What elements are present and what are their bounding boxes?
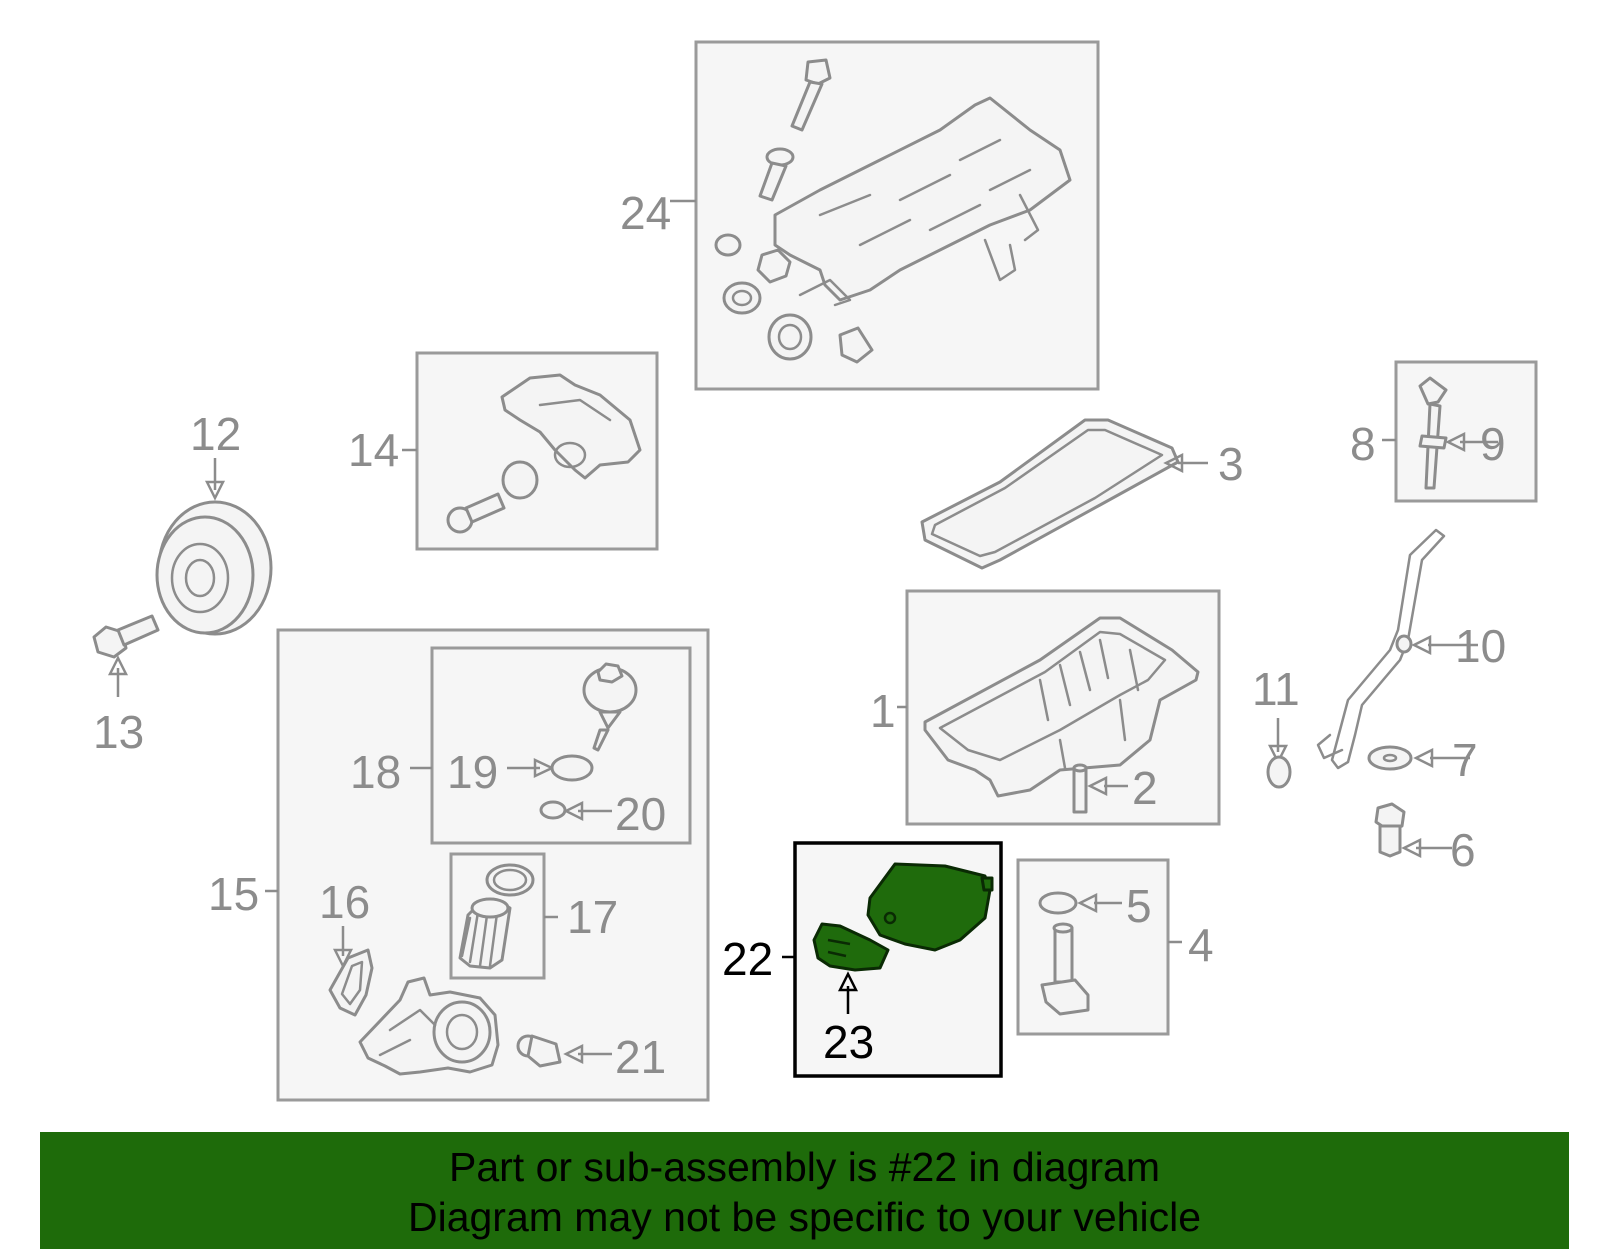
part-group-15[interactable]: 15 18 19 20 [208, 628, 710, 1102]
valve-cover-icon [773, 96, 1072, 307]
gasket-icon [501, 460, 539, 500]
callout-22: 22 [722, 933, 773, 985]
bolt-icon [92, 614, 160, 659]
callout-16: 16 [319, 876, 370, 928]
part-group-14[interactable]: 14 [348, 351, 659, 551]
callout-2: 2 [1132, 762, 1158, 814]
callout-23: 23 [823, 1016, 874, 1068]
callout-14: 14 [348, 424, 399, 476]
drain-plug-icon [1374, 802, 1406, 858]
callout-1: 1 [870, 685, 896, 737]
bolt-icon [790, 58, 832, 132]
seal-ring-icon [722, 281, 762, 315]
part-group-3[interactable]: 3 [920, 418, 1244, 570]
oil-level-sensor-icon [1040, 922, 1090, 1016]
callout-9: 9 [1480, 418, 1506, 470]
callout-19: 19 [447, 746, 498, 798]
callout-6: 6 [1450, 824, 1476, 876]
dipstick-tube-icon [1316, 528, 1446, 770]
banner-line-1: Part or sub-assembly is #22 in diagram [449, 1144, 1160, 1190]
gasket-icon [812, 922, 890, 972]
callout-10: 10 [1455, 620, 1506, 672]
part-group-16[interactable]: 16 [319, 876, 374, 1017]
oil-pan-gasket-icon [920, 418, 1180, 570]
part-group-8[interactable]: 8 9 [1350, 360, 1538, 503]
callout-5: 5 [1126, 880, 1152, 932]
gasket-icon [328, 948, 374, 1017]
info-banner: Part or sub-assembly is #22 in diagram D… [40, 1132, 1569, 1249]
part-group-18[interactable]: 18 19 20 [350, 646, 692, 845]
clip-icon [838, 326, 874, 364]
banner-line-2: Diagram may not be specific to your vehi… [407, 1194, 1201, 1240]
grommet-icon [714, 233, 742, 257]
part-group-13[interactable]: 13 [92, 614, 160, 758]
callout-11: 11 [1252, 663, 1300, 715]
o-ring-icon [539, 800, 567, 820]
part-group-2[interactable]: 2 [1072, 762, 1158, 814]
o-ring-icon [1266, 755, 1292, 789]
bolt-icon [446, 492, 506, 534]
callout-24: 24 [620, 187, 671, 239]
part-group-1[interactable]: 1 2 [870, 589, 1221, 826]
part-group-10[interactable]: 10 [1316, 528, 1506, 770]
callout-20: 20 [615, 788, 666, 840]
dowel-pin-icon [1072, 763, 1088, 814]
part-group-7[interactable]: 7 [1367, 734, 1478, 786]
part-group-17[interactable]: 17 [449, 852, 618, 980]
callout-15: 15 [208, 868, 259, 920]
part-group-21[interactable]: 21 [516, 1031, 666, 1083]
part-group-22[interactable]: 22 23 [722, 841, 1003, 1078]
oil-pump-icon [500, 373, 642, 480]
oil-filter-icon [458, 897, 512, 970]
part-group-4[interactable]: 4 5 [1016, 858, 1214, 1036]
part-group-11[interactable]: 11 [1252, 663, 1300, 789]
callout-13: 13 [93, 706, 144, 758]
nut-icon [756, 248, 792, 284]
oil-pan-icon [923, 616, 1200, 798]
o-ring-icon [550, 754, 594, 782]
callout-17: 17 [567, 891, 618, 943]
part-group-9[interactable]: 9 [1445, 418, 1506, 470]
callout-4: 4 [1188, 919, 1214, 971]
washer-icon [1367, 745, 1413, 771]
callout-3: 3 [1218, 438, 1244, 490]
part-group-6[interactable]: 6 [1374, 802, 1476, 876]
callout-8: 8 [1350, 418, 1376, 470]
callout-18: 18 [350, 746, 401, 798]
oil-pressure-sensor-icon [516, 1034, 562, 1068]
oil-filter-housing-icon [358, 976, 500, 1076]
dipstick-icon [1418, 376, 1448, 490]
bolt-icon [758, 147, 795, 202]
part-group-12[interactable]: 12 [155, 408, 273, 636]
oil-sump-icon [866, 862, 994, 952]
seal-ring-icon [767, 313, 813, 361]
pulley-icon [155, 500, 273, 636]
oil-filter-cap-icon [582, 662, 638, 752]
part-group-24[interactable]: 24 [620, 40, 1100, 391]
callout-21: 21 [615, 1031, 666, 1083]
gasket-icon [485, 863, 535, 897]
callout-12: 12 [190, 408, 241, 460]
o-ring-icon [1038, 891, 1078, 915]
callout-7: 7 [1452, 734, 1478, 786]
